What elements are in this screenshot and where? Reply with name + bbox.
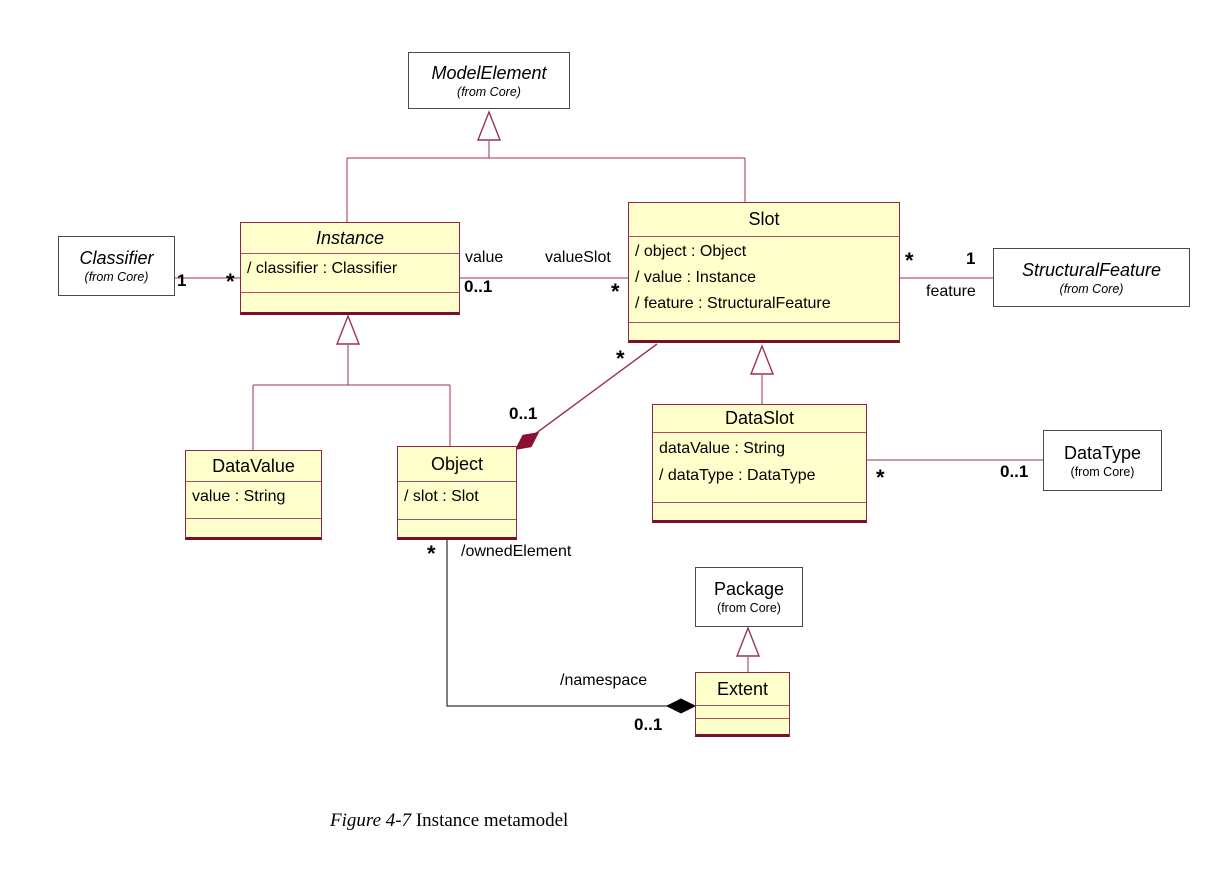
class-attributes: value : String xyxy=(186,482,321,519)
role-namespace: /namespace xyxy=(560,672,648,689)
attribute: / value : Instance xyxy=(635,269,756,286)
multiplicity-valueslot: * xyxy=(611,279,620,304)
generalization-arrow-instance xyxy=(335,314,361,345)
role-ownedelement: /ownedElement xyxy=(461,543,572,560)
multiplicity-object-owner: 0..1 xyxy=(509,404,538,423)
package-origin-label: (from Core) xyxy=(457,84,521,99)
attribute: / dataType : DataType xyxy=(659,467,816,484)
multiplicity-namespace: 0..1 xyxy=(634,715,663,734)
composition-diamond-extent xyxy=(665,698,697,714)
class-attributes: / slot : Slot xyxy=(398,482,516,520)
class-attributes: / object : Object / value : Instance / f… xyxy=(629,237,899,323)
class-dataslot: DataSlot dataValue : String / dataType :… xyxy=(652,404,867,523)
attribute: value : String xyxy=(192,488,286,505)
class-extent: Extent xyxy=(695,672,790,737)
class-title: ModelElement xyxy=(431,62,547,83)
multiplicity-classifier: 1 xyxy=(177,271,187,290)
composition-extent-object xyxy=(446,540,668,707)
generalization-instance xyxy=(252,345,451,450)
figure-caption: Figure 4-7 Instance metamodel xyxy=(330,810,568,832)
attribute: / classifier : Classifier xyxy=(247,260,398,277)
multiplicity-slot-feature: * xyxy=(905,248,914,273)
attribute: dataValue : String xyxy=(659,440,786,457)
class-title: Extent xyxy=(696,673,789,706)
class-attributes: / classifier : Classifier xyxy=(241,254,459,293)
class-object: Object / slot : Slot xyxy=(397,446,517,540)
role-valueslot: valueSlot xyxy=(545,249,611,266)
class-modelelement: ModelElement (from Core) xyxy=(408,52,570,109)
multiplicity-datatype: 0..1 xyxy=(1000,462,1029,481)
class-title: Object xyxy=(398,447,516,482)
package-origin-label: (from Core) xyxy=(84,270,149,284)
multiplicity-ownedelement: * xyxy=(427,541,436,566)
class-classifier: Classifier (from Core) xyxy=(58,236,175,296)
class-title: StructuralFeature xyxy=(1021,259,1162,280)
generalization-arrow-modelelement xyxy=(476,110,502,141)
class-operations-empty xyxy=(186,519,321,537)
multiplicity-slot-contents: * xyxy=(616,346,625,371)
role-feature: feature xyxy=(926,283,976,300)
composition-object-slot xyxy=(534,343,658,435)
class-datavalue: DataValue value : String xyxy=(185,450,322,540)
class-title: Classifier xyxy=(79,248,154,268)
class-operations-empty xyxy=(696,719,789,734)
attribute: / slot : Slot xyxy=(404,488,479,505)
class-operations-empty xyxy=(653,503,866,520)
class-title: Instance xyxy=(241,223,459,254)
class-operations-empty xyxy=(629,323,899,340)
composition-diamond-object xyxy=(514,432,540,450)
class-title: DataValue xyxy=(186,451,321,482)
class-slot: Slot / object : Object / value : Instanc… xyxy=(628,202,900,343)
figure-caption-label: Figure 4-7 xyxy=(330,810,412,831)
class-operations-empty xyxy=(398,520,516,537)
multiplicity-value: 0..1 xyxy=(464,277,493,296)
package-origin-label: (from Core) xyxy=(717,601,781,615)
class-instance: Instance / classifier : Classifier xyxy=(240,222,460,315)
generalization-arrow-slot xyxy=(749,344,775,375)
multiplicity-feature: 1 xyxy=(966,249,976,268)
class-package: Package (from Core) xyxy=(695,567,803,627)
multiplicity-dataslot: * xyxy=(876,465,885,490)
attribute: / object : Object xyxy=(635,243,747,260)
class-title: DataType xyxy=(1063,442,1142,463)
multiplicity-instance: * xyxy=(226,269,235,294)
package-origin-label: (from Core) xyxy=(1070,464,1135,479)
class-title: Slot xyxy=(629,203,899,237)
generalization-arrow-package xyxy=(735,626,761,657)
class-title: Package xyxy=(713,579,785,599)
class-attributes-empty xyxy=(696,706,789,719)
class-operations-empty xyxy=(241,293,459,312)
attribute: / feature : StructuralFeature xyxy=(635,295,831,312)
class-title: DataSlot xyxy=(653,405,866,433)
class-datatype: DataType (from Core) xyxy=(1043,430,1162,491)
class-structuralfeature: StructuralFeature (from Core) xyxy=(993,248,1190,307)
generalization-modelelement xyxy=(346,141,746,222)
class-attributes: dataValue : String / dataType : DataType xyxy=(653,433,866,503)
figure-caption-text: Instance metamodel xyxy=(411,810,569,831)
role-value: value xyxy=(465,249,504,266)
package-origin-label: (from Core) xyxy=(1059,281,1124,296)
